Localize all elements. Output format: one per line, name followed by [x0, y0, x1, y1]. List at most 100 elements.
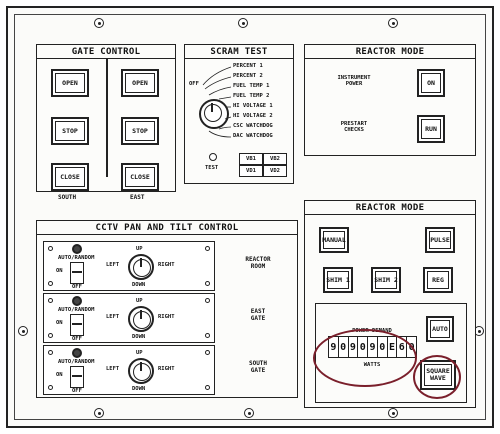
run-button[interactable]: RUN — [417, 115, 445, 143]
pan-tilt-knob[interactable] — [128, 358, 154, 384]
reactor-mode-top-title: REACTOR MODE — [305, 45, 475, 59]
camera-lamp-icon — [72, 244, 82, 254]
vb2-indicator: VB2 — [263, 153, 287, 165]
auto-random-label: AUTO/RANDOM — [58, 255, 95, 261]
scram-item: HI VOLTAGE 1 — [233, 103, 273, 109]
south-label: SOUTH — [58, 194, 77, 201]
screw-icon — [388, 408, 398, 418]
auto-random-label: AUTO/RANDOM — [58, 307, 95, 313]
auto-random-toggle[interactable] — [70, 314, 84, 336]
gate-control-box: GATE CONTROL OPEN OPEN STOP STOP CLOSE C… — [36, 44, 176, 192]
on-label: ON — [56, 268, 63, 274]
south-open-button[interactable]: OPEN — [51, 69, 89, 97]
left-label: LEFT — [106, 262, 120, 268]
scram-test-title: SCRAM TEST — [185, 45, 293, 59]
east-open-button[interactable]: OPEN — [121, 69, 159, 97]
scram-item: DAC WATCHDOG — [233, 133, 273, 139]
east-label: EAST — [130, 194, 145, 201]
down-label: DOWN — [132, 282, 146, 288]
off-label: OFF — [72, 388, 82, 394]
shim2-button[interactable]: SHIM 2 — [371, 267, 401, 293]
pulse-button[interactable]: PULSE — [425, 227, 455, 253]
up-label: UP — [136, 298, 143, 304]
cctv-row: AUTO/RANDOM ON OFF UP LEFT RIGHT DOWN — [43, 293, 215, 343]
panel-inner-frame — [14, 14, 486, 420]
reactor-mode-bottom-box: REACTOR MODE MANUAL PULSE SHIM 1 SHIM 2 … — [304, 200, 476, 408]
scram-item: PERCENT 2 — [233, 73, 263, 79]
auto-random-label: AUTO/RANDOM — [58, 359, 95, 365]
reactor-mode-top-box: REACTOR MODE INSTRUMENT POWER ON PRESTAR… — [304, 44, 476, 156]
test-button[interactable] — [209, 153, 217, 161]
right-label: RIGHT — [158, 314, 175, 320]
control-panel: GATE CONTROL OPEN OPEN STOP STOP CLOSE C… — [6, 6, 494, 428]
screw-icon — [244, 408, 254, 418]
scram-item: HI VOLTAGE 2 — [233, 113, 273, 119]
camera-location-label: SOUTH GATE — [248, 360, 268, 374]
row-screw-icon — [48, 298, 53, 303]
row-screw-icon — [48, 385, 53, 390]
manual-button[interactable]: MANUAL — [319, 227, 349, 253]
camera-lamp-icon — [72, 296, 82, 306]
test-label: TEST — [205, 165, 219, 171]
scram-item: CSC WATCHDOG — [233, 123, 273, 129]
screw-icon — [388, 18, 398, 28]
scram-item: FUEL TEMP 2 — [233, 93, 270, 99]
up-label: UP — [136, 246, 143, 252]
east-stop-button[interactable]: STOP — [121, 117, 159, 145]
reg-button[interactable]: REG — [423, 267, 453, 293]
on-label: ON — [56, 320, 63, 326]
row-screw-icon — [48, 281, 53, 286]
row-screw-icon — [205, 298, 210, 303]
scram-item: PERCENT 1 — [233, 63, 263, 69]
row-screw-icon — [205, 350, 210, 355]
prestart-checks-label: PRESTART CHECKS — [340, 121, 368, 134]
vd1-indicator: VD1 — [239, 165, 263, 177]
down-label: DOWN — [132, 334, 146, 340]
power-demand-highlight — [313, 329, 417, 387]
vb1-indicator: VB1 — [239, 153, 263, 165]
screw-icon — [94, 408, 104, 418]
east-close-button[interactable]: CLOSE — [121, 163, 159, 191]
instrument-power-label: INSTRUMENT POWER — [337, 75, 371, 88]
auto-random-toggle[interactable] — [70, 366, 84, 388]
shim1-button[interactable]: SHIM 1 — [323, 267, 353, 293]
right-label: RIGHT — [158, 366, 175, 372]
gate-control-title: GATE CONTROL — [37, 45, 175, 59]
south-close-button[interactable]: CLOSE — [51, 163, 89, 191]
on-label: ON — [56, 372, 63, 378]
pan-tilt-knob[interactable] — [128, 254, 154, 280]
left-label: LEFT — [106, 314, 120, 320]
row-screw-icon — [205, 333, 210, 338]
auto-random-toggle[interactable] — [70, 262, 84, 284]
down-label: DOWN — [132, 386, 146, 392]
scram-leader-lines — [202, 66, 232, 138]
scram-item: FUEL TEMP 1 — [233, 83, 270, 89]
reactor-mode-bottom-title: REACTOR MODE — [305, 201, 475, 215]
on-button[interactable]: ON — [417, 69, 445, 97]
row-screw-icon — [205, 246, 210, 251]
off-label: OFF — [72, 336, 82, 342]
up-label: UP — [136, 350, 143, 356]
square-wave-highlight — [413, 355, 461, 399]
row-screw-icon — [205, 281, 210, 286]
pan-tilt-knob[interactable] — [128, 306, 154, 332]
camera-location-label: REACTOR ROOM — [245, 256, 271, 270]
row-screw-icon — [48, 350, 53, 355]
screw-icon — [18, 326, 28, 336]
camera-lamp-icon — [72, 348, 82, 358]
scram-selector-knob[interactable] — [199, 99, 229, 129]
screw-icon — [94, 18, 104, 28]
auto-button[interactable]: AUTO — [426, 316, 454, 342]
south-stop-button[interactable]: STOP — [51, 117, 89, 145]
camera-location-label: EAST GATE — [250, 308, 266, 322]
cctv-row: AUTO/RANDOM ON OFF UP LEFT RIGHT DOWN — [43, 241, 215, 291]
off-label: OFF — [72, 284, 82, 290]
vd2-indicator: VD2 — [263, 165, 287, 177]
cctv-box: CCTV PAN AND TILT CONTROL AUTO/RANDOM ON O… — [36, 220, 298, 398]
row-screw-icon — [205, 385, 210, 390]
right-label: RIGHT — [158, 262, 175, 268]
cctv-title: CCTV PAN AND TILT CONTROL — [37, 221, 297, 235]
gate-divider — [106, 59, 108, 177]
